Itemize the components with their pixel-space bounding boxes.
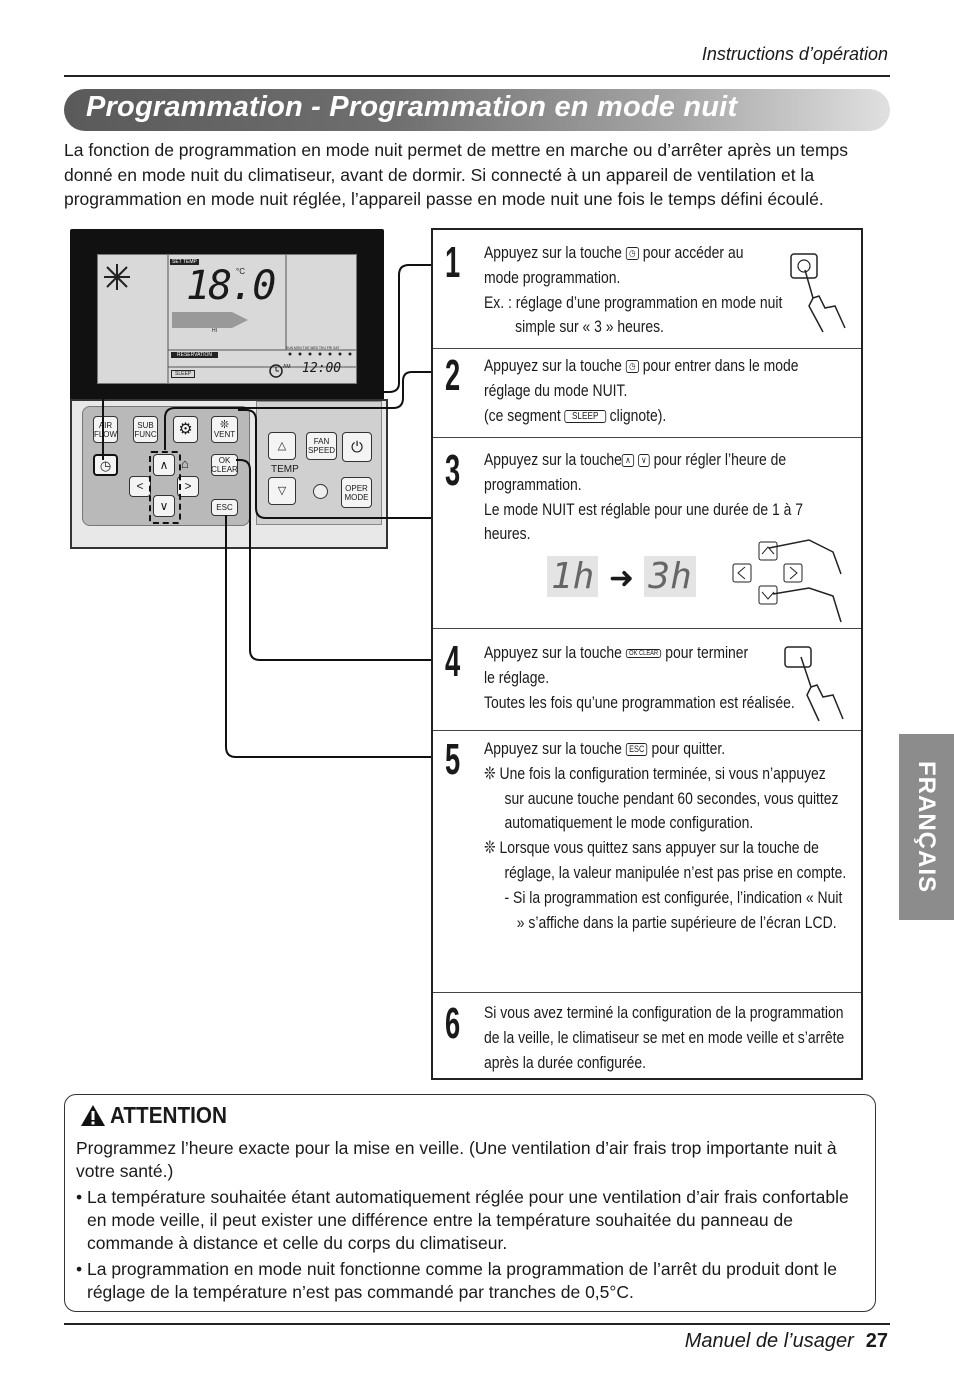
top-divider: [64, 75, 890, 77]
attention-bullet: • La température souhaitée étant automat…: [76, 1187, 849, 1253]
language-label: FRANÇAIS: [913, 761, 941, 893]
ok-clear-button[interactable]: OK CLEAR: [211, 454, 238, 476]
step-number: 4: [445, 637, 461, 686]
manual-name: Manuel de l’usager: [684, 1330, 854, 1352]
step-number: 1: [445, 238, 461, 287]
lcd-graphics: [104, 255, 356, 383]
bottom-divider: [64, 1323, 890, 1325]
arrow-keys-press-icon: [732, 539, 842, 623]
attention-bullet: • La programmation en mode nuit fonction…: [76, 1259, 837, 1302]
down-arrow-button[interactable]: ∨: [153, 495, 175, 517]
oper-mode-button[interactable]: OPER MODE: [341, 477, 372, 508]
page-number: 27: [865, 1330, 888, 1352]
page-title: Programmation - Programmation en mode nu…: [86, 91, 738, 123]
step-6: 6 Si vous avez terminé la configuration …: [445, 999, 845, 1072]
step-number: 6: [445, 999, 461, 1048]
finger-press-icon: [784, 646, 844, 722]
step-2: 2 Appuyez sur la touche ◷ pour entrer da…: [433, 349, 861, 438]
esc-button[interactable]: ESC: [211, 499, 238, 516]
segment-display-change: 1h ➜ 3h: [547, 556, 696, 597]
finger-press-icon: [790, 253, 846, 333]
section-label: Instructions d’opération: [701, 44, 888, 64]
attention-body: Programmez l’heure exacte pour la mise e…: [76, 1137, 868, 1307]
attention-box: [64, 1094, 876, 1312]
display-from: 1h: [547, 556, 599, 597]
air-flow-button[interactable]: AIR FLOW: [93, 416, 118, 443]
temp-up-button[interactable]: △: [268, 432, 296, 460]
temp-label: TEMP: [271, 464, 299, 475]
esc-key: ESC: [625, 743, 648, 757]
temp-down-button[interactable]: ▽: [268, 477, 296, 505]
up-arrow-button[interactable]: ∧: [153, 454, 175, 476]
step-number: 3: [445, 446, 461, 495]
warning-icon: [81, 1105, 105, 1126]
remote-lcd: SET TEMP 18.0 °C HI RESERVATION SLEEP AM…: [97, 254, 357, 384]
sub-func-button[interactable]: SUB FUNC: [133, 416, 158, 443]
lcd-clock: 12:00: [302, 361, 342, 376]
arrow-keys-highlight: [149, 451, 181, 524]
lcd-am-label: AM: [283, 364, 291, 370]
steps-table: 1 Appuyez sur la touche ◷ pour accéder a…: [431, 228, 863, 1080]
lcd-days: SUN MON TUE WED THU FRI SAT: [286, 346, 340, 350]
title-bar: [64, 89, 890, 131]
language-side-tab: FRANÇAIS: [899, 734, 954, 920]
right-arrow-button[interactable]: >: [177, 476, 199, 497]
display-to: 3h: [644, 556, 696, 597]
ok-clear-key: OK CLEAR: [625, 649, 662, 659]
step-number: 2: [445, 351, 461, 400]
attention-title: ATTENTION: [110, 1102, 227, 1128]
step-1: 1 Appuyez sur la touche ◷ pour accéder a…: [433, 230, 861, 349]
down-key-icon: ∨: [637, 454, 650, 468]
connector-lines: [102, 264, 431, 758]
lcd-reservation-label: RESERVATION: [171, 352, 219, 358]
step-5: 5 Appuyez sur la touche ESC pour quitter…: [433, 731, 861, 993]
settings-gear-icon[interactable]: ⚙: [173, 416, 198, 443]
step-3: 3 Appuyez sur la touche∧ ∨ pour régler l…: [433, 438, 861, 629]
attention-paragraph: Programmez l’heure exacte pour la mise e…: [76, 1138, 837, 1181]
remote-right-panel: △ TEMP ▽ FAN SPEED ⏻ OPER MODE: [256, 401, 382, 525]
vent-button[interactable]: ❊VENT: [211, 416, 238, 443]
reservation-clock-icon[interactable]: ◷: [93, 454, 118, 476]
step-4: 4 Appuyez sur la touche OK CLEAR pour te…: [433, 629, 861, 731]
home-icon: ⌂: [181, 456, 189, 471]
lcd-sleep-segment: SLEEP: [171, 370, 196, 378]
lcd-hi-label: HI: [212, 328, 217, 334]
lcd-temp-unit: °C: [236, 267, 245, 276]
up-key-icon: ∧: [621, 454, 634, 468]
step-number: 5: [445, 735, 461, 784]
lcd-set-temp-label: SET TEMP: [170, 259, 199, 265]
arrow-right-icon: ➜: [608, 562, 634, 595]
sleep-segment: SLEEP: [564, 409, 606, 423]
intro-paragraph: La fonction de programmation en mode nui…: [64, 140, 849, 209]
lcd-temperature: 18.0: [186, 263, 276, 309]
footer: Manuel de l’usager 27: [685, 1330, 888, 1353]
reservation-key-icon: ◷: [625, 247, 639, 261]
power-icon[interactable]: ⏻: [342, 432, 372, 462]
indicator-led: [313, 484, 328, 499]
reservation-key-icon: ◷: [625, 360, 639, 374]
fan-speed-button[interactable]: FAN SPEED: [306, 432, 337, 460]
